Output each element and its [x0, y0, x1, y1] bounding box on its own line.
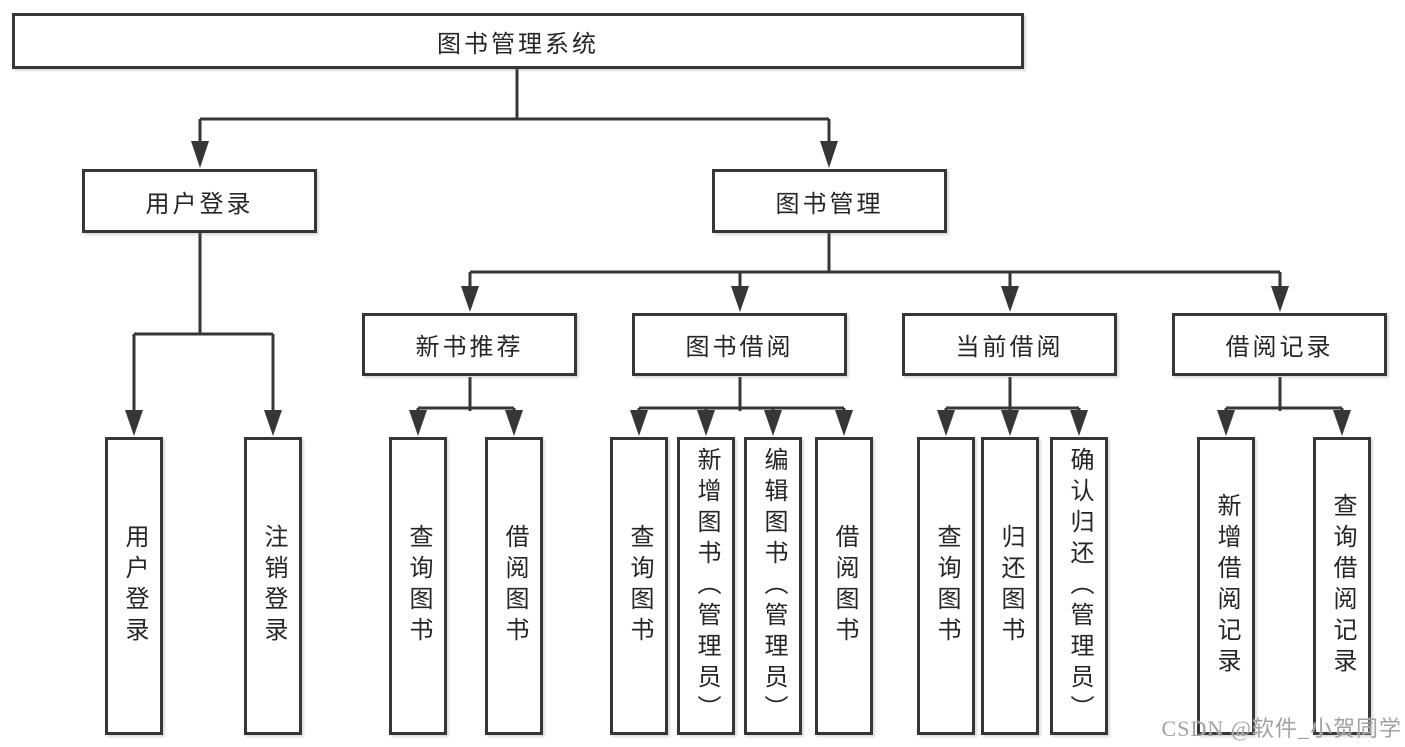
leaf-br-add-record: 新增借阅记录: [1197, 437, 1255, 735]
node-borrowing-records: 借阅记录: [1172, 313, 1387, 376]
leaf-bb-edit-books-admin: 编辑图书（管理员）: [744, 437, 802, 735]
leaf-bb-borrow-books: 借阅图书: [815, 437, 873, 735]
node-user-login: 用户登录: [82, 169, 317, 233]
leaf-bb-add-books-admin: 新增图书（管理员）: [677, 437, 735, 735]
leaf-bb-query-books: 查询图书: [610, 437, 668, 735]
leaf-logout: 注销登录: [244, 437, 302, 735]
leaf-cb-return-books: 归还图书: [981, 437, 1039, 735]
leaf-cb-query-books: 查询图书: [917, 437, 975, 735]
leaf-user-login: 用户登录: [105, 437, 163, 735]
node-book-borrowing: 图书借阅: [632, 313, 847, 376]
leaf-nbr-query-books: 查询图书: [389, 437, 447, 735]
node-current-borrowing: 当前借阅: [902, 313, 1117, 376]
leaf-cb-confirm-return-admin: 确认归还（管理员）: [1050, 437, 1108, 735]
arrowheads: [125, 141, 1351, 436]
leaf-br-query-record: 查询借阅记录: [1313, 437, 1371, 735]
watermark: CSDN @软件_小贺同学: [1161, 716, 1402, 741]
leaf-nbr-borrow-books: 借阅图书: [485, 437, 543, 735]
node-library-management-system: 图书管理系统: [12, 13, 1024, 69]
node-new-book-recommendation: 新书推荐: [362, 313, 577, 376]
node-book-management: 图书管理: [712, 169, 947, 233]
